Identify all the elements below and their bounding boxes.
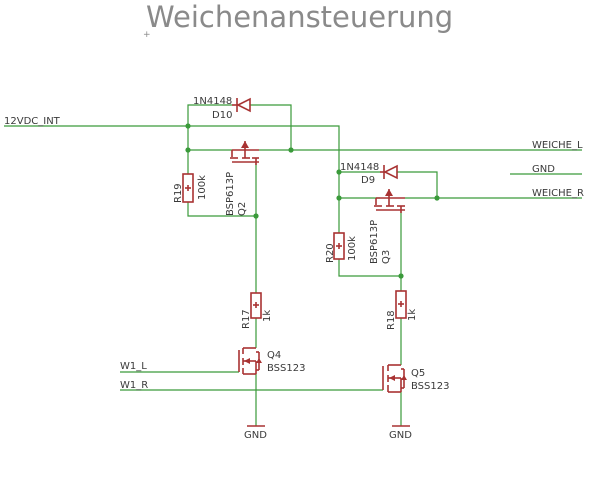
- wires: [4, 104, 582, 426]
- schematic-title: Weichenansteuerung: [146, 0, 453, 34]
- nmosfet-q4[interactable]: [238, 347, 262, 375]
- gnd-label-q5: GND: [389, 430, 412, 441]
- nmosfet-q5[interactable]: [382, 364, 407, 393]
- r20-value: 100k: [347, 236, 358, 261]
- q2-value: BSP613P: [225, 172, 236, 216]
- r18-name: R18: [386, 310, 397, 330]
- net-label-w1-l: W1_L: [120, 361, 147, 372]
- junction: [185, 147, 191, 153]
- net-label-gnd: GND: [532, 164, 555, 175]
- q2-name: Q2: [237, 202, 248, 216]
- junction: [336, 195, 342, 201]
- net-label-w1-r: W1_R: [120, 380, 148, 391]
- pmosfet-q3[interactable]: [374, 189, 405, 213]
- d10-name: D10: [212, 110, 232, 121]
- r17-name: R17: [241, 309, 252, 329]
- r20-name: R20: [325, 243, 336, 263]
- r19-value: 100k: [197, 175, 208, 200]
- junction: [185, 123, 191, 129]
- resistor-r20[interactable]: [333, 232, 345, 260]
- q5-name: Q5: [411, 368, 425, 379]
- q4-value: BSS123: [267, 363, 305, 374]
- d10-value: 1N4148: [193, 96, 232, 107]
- junction: [398, 273, 404, 279]
- junction: [253, 213, 259, 219]
- q5-value: BSS123: [411, 381, 449, 392]
- junction: [288, 147, 294, 153]
- resistor-r19[interactable]: [182, 173, 194, 203]
- d9-name: D9: [361, 175, 375, 186]
- diode-d9[interactable]: [380, 164, 398, 180]
- net-label-12vdc-int: 12VDC_INT: [4, 116, 61, 127]
- gnd-label-q4: GND: [244, 430, 267, 441]
- resistor-r18[interactable]: [395, 290, 407, 319]
- junctions: [185, 123, 440, 279]
- r18-value: 1k: [407, 309, 418, 321]
- net-label-weiche-l: WEICHE_L: [532, 140, 583, 151]
- net-label-weiche-r: WEICHE_R: [532, 188, 584, 199]
- r19-name: R19: [173, 183, 184, 203]
- d9-value: 1N4148: [340, 162, 379, 173]
- diode-d10[interactable]: [232, 97, 251, 113]
- q3-name: Q3: [381, 250, 392, 264]
- origin-cross: +: [143, 30, 151, 40]
- junction: [336, 169, 342, 175]
- q4-name: Q4: [267, 350, 281, 361]
- junction: [434, 195, 440, 201]
- resistor-r17[interactable]: [250, 292, 262, 319]
- r17-value: 1k: [262, 310, 273, 322]
- q3-value: BSP613P: [369, 220, 380, 264]
- pmosfet-q2[interactable]: [230, 141, 259, 165]
